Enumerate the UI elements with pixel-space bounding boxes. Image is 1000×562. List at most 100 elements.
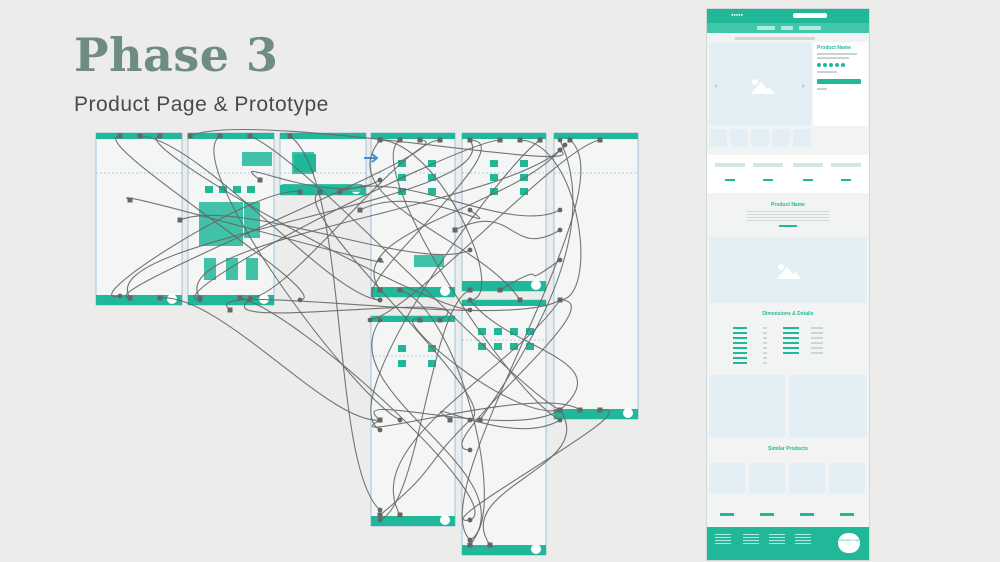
prototype-connector bbox=[369, 139, 521, 301]
connector-node-icon bbox=[377, 427, 383, 433]
mock-nav-item[interactable] bbox=[781, 26, 793, 30]
wireframe-logo bbox=[440, 515, 450, 525]
mock-breadcrumb[interactable] bbox=[735, 37, 815, 40]
mock-section-product-heading: Product Name bbox=[771, 202, 805, 208]
mock-text-line bbox=[817, 53, 857, 55]
image-placeholder-icon bbox=[777, 264, 801, 279]
mock-nav-item[interactable] bbox=[799, 26, 821, 30]
wireframe-board bbox=[553, 132, 639, 420]
star-icon bbox=[829, 63, 833, 67]
image-placeholder-icon bbox=[398, 360, 406, 367]
prototype-connector bbox=[371, 402, 581, 428]
wireframe-footer bbox=[96, 295, 182, 305]
connector-node-icon bbox=[127, 295, 133, 301]
mock-features-strip bbox=[707, 155, 869, 193]
prototype-connector bbox=[251, 170, 381, 190]
wireframe-header bbox=[462, 133, 546, 139]
wireframe-logo bbox=[623, 408, 633, 418]
prototype-connector bbox=[379, 289, 471, 521]
mock-detail-image bbox=[709, 375, 785, 437]
image-placeholder-icon bbox=[428, 160, 436, 167]
connector-node-icon bbox=[137, 133, 143, 139]
mock-thumbnail[interactable] bbox=[793, 129, 811, 147]
connector-node-icon bbox=[217, 133, 223, 139]
wireframe-footer bbox=[371, 516, 455, 526]
mock-top-bar bbox=[707, 9, 869, 23]
connector-node-icon bbox=[597, 137, 603, 143]
image-placeholder-icon bbox=[490, 174, 498, 181]
mock-add-to-cart-button[interactable] bbox=[817, 79, 861, 84]
mock-dimension-cell bbox=[811, 352, 823, 354]
image-placeholder-icon bbox=[398, 345, 406, 352]
wireframe-footer bbox=[462, 545, 546, 555]
mock-similar-card[interactable] bbox=[749, 463, 785, 493]
image-placeholder-icon bbox=[520, 160, 528, 167]
mock-thumbnail[interactable] bbox=[709, 129, 727, 147]
mock-dimension-cell bbox=[811, 347, 823, 349]
mock-nav-item[interactable] bbox=[757, 26, 775, 30]
connector-node-icon bbox=[562, 142, 568, 148]
connector-node-icon bbox=[127, 197, 133, 203]
image-placeholder-icon bbox=[428, 174, 436, 181]
mock-dimension-cell bbox=[783, 352, 799, 354]
image-placeholder-icon bbox=[510, 343, 518, 350]
mock-footer-links[interactable] bbox=[743, 534, 759, 546]
prototype-connector bbox=[373, 408, 561, 422]
prototype-connector bbox=[482, 409, 568, 546]
prototype-connector bbox=[155, 135, 471, 311]
mock-thumbnail[interactable] bbox=[730, 129, 748, 147]
mock-brand-logo: ●●●●● bbox=[731, 12, 744, 17]
prototype-connector bbox=[249, 139, 441, 299]
prototype-connector bbox=[213, 135, 401, 421]
star-icon bbox=[841, 63, 845, 67]
prototype-connector bbox=[226, 298, 561, 312]
wireframe-footer bbox=[462, 281, 546, 291]
wireframe-footer bbox=[371, 287, 455, 297]
mock-footer-links[interactable] bbox=[715, 534, 731, 546]
wireframe-logo bbox=[531, 280, 541, 290]
wireframe-block bbox=[282, 184, 362, 192]
mock-hero-image: ‹ › bbox=[709, 42, 811, 126]
connector-node-icon bbox=[367, 317, 373, 323]
connector-node-icon bbox=[157, 295, 163, 301]
mock-read-more-link[interactable] bbox=[779, 225, 797, 227]
wireframe-block bbox=[246, 258, 258, 280]
mock-card-button[interactable] bbox=[840, 513, 854, 516]
mock-dimension-cell bbox=[763, 332, 767, 334]
mock-footer-links[interactable] bbox=[795, 534, 811, 546]
mock-search-input[interactable] bbox=[793, 13, 827, 18]
connector-node-icon bbox=[237, 295, 243, 301]
mock-banner-image bbox=[709, 237, 867, 303]
prototype-connector bbox=[499, 259, 561, 291]
arrow-icon bbox=[364, 153, 379, 163]
mock-thumbnail[interactable] bbox=[751, 129, 769, 147]
mock-similar-card[interactable] bbox=[709, 463, 745, 493]
mock-card-button[interactable] bbox=[800, 513, 814, 516]
connector-node-icon bbox=[467, 537, 473, 543]
wireframe-block bbox=[226, 258, 238, 280]
prototype-connector bbox=[159, 297, 381, 421]
connector-node-icon bbox=[117, 133, 123, 139]
mock-dimension-cell bbox=[733, 337, 747, 339]
mock-card-button[interactable] bbox=[760, 513, 774, 516]
image-placeholder-icon bbox=[428, 360, 436, 367]
mock-dimension-cell bbox=[763, 327, 767, 329]
connector-node-icon bbox=[377, 517, 383, 523]
image-placeholder-icon bbox=[490, 160, 498, 167]
prototype-connector bbox=[371, 319, 482, 546]
image-placeholder-icon bbox=[526, 343, 534, 350]
connector-node-icon bbox=[177, 217, 183, 223]
mock-thumbnail[interactable] bbox=[772, 129, 790, 147]
mock-footer-links[interactable] bbox=[769, 534, 785, 546]
mock-similar-card[interactable] bbox=[829, 463, 865, 493]
connector-node-icon bbox=[227, 307, 233, 313]
image-placeholder-icon bbox=[494, 343, 502, 350]
mock-text-line bbox=[817, 88, 827, 90]
star-icon bbox=[835, 63, 839, 67]
mock-similar-card[interactable] bbox=[789, 463, 825, 493]
connector-node-icon bbox=[337, 189, 343, 195]
image-placeholder-icon bbox=[490, 188, 498, 195]
connector-node-icon bbox=[247, 297, 253, 303]
mock-card-button[interactable] bbox=[720, 513, 734, 516]
